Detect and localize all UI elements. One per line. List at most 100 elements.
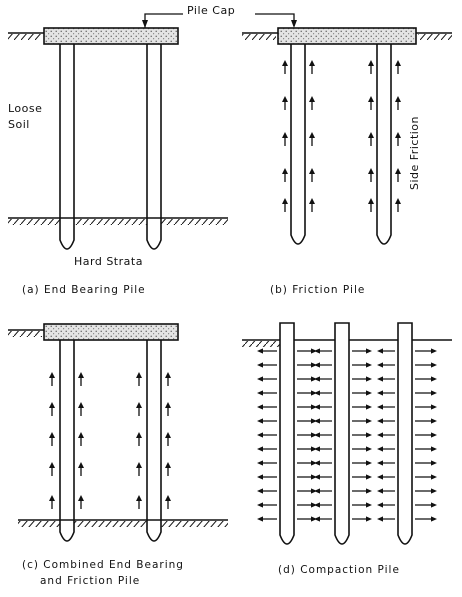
compaction-arrow — [314, 446, 332, 452]
lateral-compaction-arrows — [257, 348, 437, 522]
compaction-arrow — [377, 432, 395, 438]
compaction-arrow — [377, 376, 395, 382]
compaction-arrow — [415, 376, 437, 382]
pile-cap-callout: Pile Cap — [142, 4, 297, 28]
compaction-arrow — [415, 418, 437, 424]
compaction-arrow — [352, 446, 372, 452]
compaction-arrow — [377, 348, 395, 354]
compaction-arrow — [352, 362, 372, 368]
friction-arrow — [282, 132, 288, 146]
compaction-arrow — [257, 446, 277, 452]
pile-cap-c — [43, 323, 179, 341]
compaction-arrow — [377, 404, 395, 410]
compaction-arrow — [314, 348, 332, 354]
friction-arrow — [78, 402, 84, 416]
pile-a-left — [59, 44, 75, 250]
friction-arrow — [395, 96, 401, 110]
friction-arrow — [282, 168, 288, 182]
compaction-arrow — [257, 460, 277, 466]
friction-arrow — [309, 60, 315, 74]
friction-arrow — [368, 198, 374, 212]
pile-d-2 — [334, 322, 350, 545]
compaction-arrow — [257, 432, 277, 438]
friction-arrow — [309, 198, 315, 212]
compaction-arrow — [352, 474, 372, 480]
friction-arrow — [78, 495, 84, 509]
friction-arrow — [395, 198, 401, 212]
panel-b-friction: Side Friction (b) Friction Pile — [242, 27, 452, 296]
pile-cap-a — [43, 27, 179, 45]
friction-arrow — [395, 168, 401, 182]
compaction-arrow — [377, 460, 395, 466]
compaction-arrow — [415, 460, 437, 466]
friction-arrow — [49, 402, 55, 416]
compaction-arrow — [377, 446, 395, 452]
friction-arrow — [395, 132, 401, 146]
compaction-arrow — [314, 418, 332, 424]
side-friction-arrows-c — [49, 372, 171, 509]
side-friction-label: Side Friction — [408, 116, 421, 190]
compaction-arrow — [314, 390, 332, 396]
friction-arrow — [49, 495, 55, 509]
compaction-arrow — [314, 376, 332, 382]
pile-c-right — [146, 340, 162, 542]
compaction-arrow — [352, 390, 372, 396]
compaction-arrow — [257, 488, 277, 494]
compaction-arrow — [415, 488, 437, 494]
friction-arrow — [395, 60, 401, 74]
friction-arrow — [78, 432, 84, 446]
compaction-arrow — [415, 516, 437, 522]
hard-strata-line-c — [18, 519, 228, 527]
compaction-arrow — [314, 404, 332, 410]
compaction-arrow — [352, 348, 372, 354]
compaction-arrow — [257, 474, 277, 480]
friction-arrow — [368, 132, 374, 146]
compaction-arrow — [257, 376, 277, 382]
compaction-arrow — [257, 390, 277, 396]
compaction-arrow — [257, 362, 277, 368]
caption-c: (c) Combined End Bearing — [22, 559, 184, 571]
compaction-arrow — [314, 502, 332, 508]
compaction-arrow — [257, 418, 277, 424]
side-friction-arrows-b — [282, 60, 401, 212]
friction-arrow — [368, 96, 374, 110]
friction-arrow — [165, 462, 171, 476]
hard-strata-line — [8, 217, 228, 225]
compaction-arrow — [314, 516, 332, 522]
friction-arrow — [368, 60, 374, 74]
pile-d-3 — [397, 322, 413, 545]
panel-d-compaction: (d) Compaction Pile — [242, 322, 452, 576]
friction-arrow — [78, 462, 84, 476]
friction-arrow — [136, 432, 142, 446]
friction-arrow — [282, 198, 288, 212]
compaction-arrow — [415, 432, 437, 438]
friction-arrow — [165, 495, 171, 509]
compaction-arrow — [415, 404, 437, 410]
panel-c-combined: (c) Combined End Bearing and Friction Pi… — [8, 323, 228, 587]
compaction-arrow — [257, 348, 277, 354]
friction-arrow — [282, 96, 288, 110]
compaction-arrow — [352, 516, 372, 522]
compaction-arrow — [415, 390, 437, 396]
pile-c-left — [59, 340, 75, 542]
pile-b-left — [290, 44, 306, 245]
compaction-arrow — [352, 502, 372, 508]
compaction-arrow — [352, 432, 372, 438]
compaction-arrow — [377, 488, 395, 494]
compaction-arrow — [415, 502, 437, 508]
panel-a-end-bearing: Loose Soil Hard Strata (a) End Bearing P… — [8, 27, 228, 296]
friction-arrow — [136, 402, 142, 416]
compaction-arrow — [377, 474, 395, 480]
compaction-arrow — [314, 474, 332, 480]
friction-arrow — [368, 168, 374, 182]
compaction-arrow — [257, 516, 277, 522]
compaction-arrow — [377, 516, 395, 522]
friction-arrow — [309, 132, 315, 146]
compaction-arrow — [415, 446, 437, 452]
compaction-arrow — [352, 418, 372, 424]
compaction-arrow — [352, 460, 372, 466]
friction-arrow — [49, 462, 55, 476]
pile-d-1 — [279, 322, 295, 545]
friction-arrow — [282, 60, 288, 74]
